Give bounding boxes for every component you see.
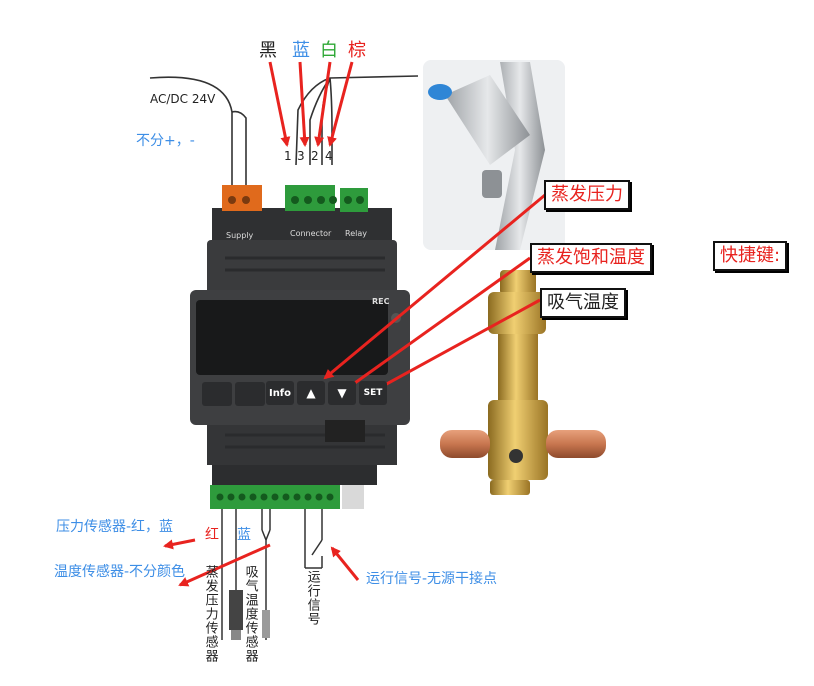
- valve-motor-photo: [423, 60, 565, 250]
- wire-brown-label: 棕: [348, 40, 366, 61]
- device-small-labels: Supply Connector Relay REC: [226, 229, 390, 306]
- power-voltage-label: AC/DC 24V: [150, 92, 216, 106]
- wire-blue-bottom-label: 蓝: [237, 527, 251, 543]
- set-button[interactable]: SET: [359, 381, 387, 405]
- info-button-label: Info: [268, 387, 292, 399]
- shortcut-callout: 快捷键:: [713, 241, 788, 271]
- power-polarity-label: 不分+，-: [136, 133, 195, 149]
- wire-red-label: 红: [205, 527, 219, 543]
- power-wires: [149, 76, 247, 190]
- temperature-probe: [262, 610, 270, 638]
- brand-label: REC: [372, 297, 390, 306]
- relay-label: Relay: [345, 229, 367, 238]
- up-button[interactable]: ▲: [297, 381, 325, 405]
- temp-sensor-label: 温度传感器-不分颜色: [54, 564, 186, 580]
- sensor-wires: [221, 509, 323, 640]
- supply-terminal: [222, 185, 262, 211]
- evap-pressure-sensor-label: 蒸发压力传感器: [202, 565, 218, 663]
- down-button[interactable]: ▼: [328, 381, 356, 405]
- terminal-number-4: 4: [325, 149, 333, 163]
- valve-terminal: [285, 185, 337, 211]
- chevron-down-icon: ▼: [337, 386, 347, 400]
- connector-label: Connector: [290, 229, 332, 238]
- pressure-sensor-label: 压力传感器-红，蓝: [56, 519, 174, 535]
- run-signal-label: 运行信号: [304, 570, 320, 626]
- suction-temp-callout: 吸气温度: [540, 288, 626, 318]
- terminal-number-3: 3: [297, 149, 305, 163]
- suction-temp-sensor-label: 吸气温度传感器: [242, 565, 258, 663]
- wire-black-label: 黑: [259, 40, 277, 61]
- relay-terminal: [340, 188, 368, 212]
- sensor-terminal-block: [210, 485, 364, 509]
- wire-white-label: 白: [320, 40, 338, 61]
- info-button[interactable]: Info: [266, 381, 294, 405]
- controller-housing: [190, 208, 410, 485]
- wire-blue-label: 蓝: [292, 40, 310, 61]
- pressure-sensor: [229, 590, 243, 640]
- run-signal-desc-label: 运行信号-无源干接点: [366, 571, 498, 587]
- evap-pressure-callout: 蒸发压力: [544, 180, 630, 210]
- evap-sat-temp-callout: 蒸发饱和温度: [530, 243, 652, 273]
- set-button-label: SET: [363, 388, 383, 398]
- callout-arrows: [163, 61, 546, 587]
- terminal-number-2: 2: [311, 149, 319, 163]
- terminal-number-1: 1: [284, 149, 292, 163]
- supply-label: Supply: [226, 231, 254, 240]
- chevron-up-icon: ▲: [306, 386, 316, 400]
